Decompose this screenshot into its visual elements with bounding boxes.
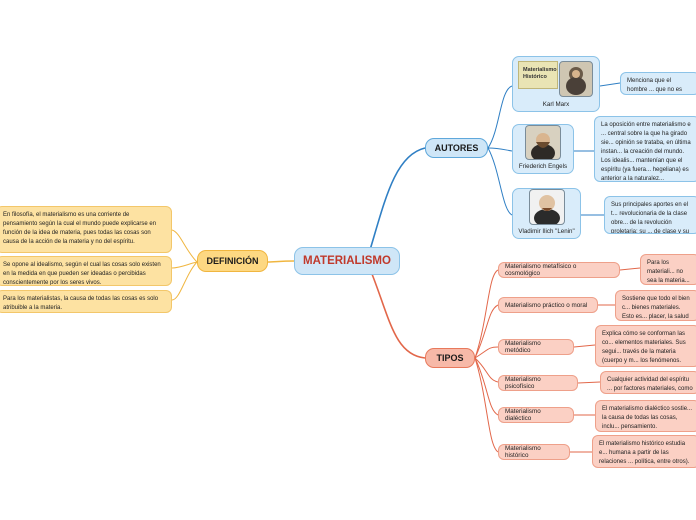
author-desc-marx[interactable]: Menciona que el hombre ... que no es Dio…: [620, 72, 696, 95]
branch-definicion[interactable]: DEFINICIÓN: [197, 250, 268, 272]
tipo-historico[interactable]: Materialismo histórico: [498, 444, 570, 460]
connector-definicion: [267, 260, 295, 263]
branch-tipos[interactable]: TIPOS: [425, 348, 475, 368]
tipo-practico[interactable]: Materialismo práctico o moral: [498, 297, 598, 313]
author-name: Friederich Engels: [518, 163, 568, 170]
author-desc-engels[interactable]: La oposición entre materialismo e ... ce…: [594, 116, 696, 182]
author-name: Karl Marx: [542, 101, 570, 108]
portrait-icon: [533, 195, 560, 224]
definicion-item-3[interactable]: Para los materialistas, la causa de toda…: [0, 290, 172, 313]
tipo-desc-practico[interactable]: Sostiene que todo el bien c... bienes ma…: [615, 290, 696, 321]
definicion-item-2[interactable]: Se opone al idealismo, según el cual las…: [0, 256, 172, 286]
marx-portrait: [559, 61, 593, 97]
definicion-item-1[interactable]: En filosofía, el materialismo es una cor…: [0, 206, 172, 253]
tipo-metodico[interactable]: Materialismo metódico: [498, 339, 574, 355]
tipo-psicofisico[interactable]: Materialismo psicofísico: [498, 375, 578, 391]
central-topic[interactable]: MATERIALISMO: [294, 247, 400, 275]
engels-portrait: [525, 125, 561, 160]
tipo-desc-psicofisico[interactable]: Cualquier actividad del espíritu ... por…: [600, 371, 696, 394]
portrait-icon: [566, 67, 586, 95]
book-title: Materialismo Histórico: [523, 67, 557, 80]
tipo-desc-historico[interactable]: El materialismo histórico estudia e... h…: [592, 435, 696, 468]
marx-book-cover: Materialismo Histórico: [518, 61, 558, 89]
tipo-desc-dialectico[interactable]: El materialismo dialéctico sostie... la …: [595, 400, 696, 432]
author-desc-lenin[interactable]: Sus principales aportes en el t... revol…: [604, 196, 696, 234]
portrait-icon: [531, 133, 555, 159]
tipo-desc-metodico[interactable]: Explica cómo se conforman las co... elem…: [595, 325, 696, 367]
author-card-engels[interactable]: Friederich Engels: [512, 124, 574, 174]
author-card-marx[interactable]: Materialismo Histórico Karl Marx: [512, 56, 600, 112]
branch-autores[interactable]: AUTORES: [425, 138, 488, 158]
tipo-dialectico[interactable]: Materialismo dialéctico: [498, 407, 574, 423]
tipo-desc-metafisico[interactable]: Para los materiali... no sea la materia.…: [640, 254, 696, 285]
tipo-metafisico[interactable]: Materialismo metafísico o cosmológico: [498, 262, 620, 278]
author-name: Vladimir Ilich "Lenin": [518, 228, 575, 235]
connector-autores: [369, 147, 426, 251]
author-card-lenin[interactable]: Vladimir Ilich "Lenin": [512, 188, 581, 239]
connector-tipos: [371, 273, 426, 359]
lenin-portrait: [528, 189, 565, 225]
